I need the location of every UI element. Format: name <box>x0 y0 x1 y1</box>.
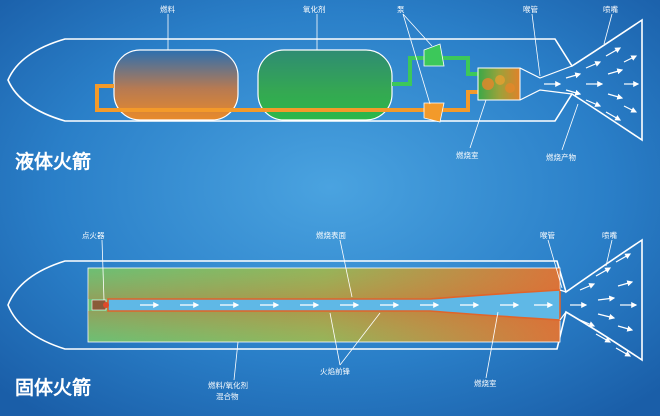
label-pump: 泵 <box>397 5 405 14</box>
label-solid-nozzle: 喷嘴 <box>602 230 617 240</box>
label-burning-surface: 燃烧表面 <box>316 230 346 240</box>
solid-exhaust-arrows <box>570 253 638 357</box>
label-liquid-nozzle: 喷嘴 <box>603 4 618 14</box>
label-fuel: 燃料 <box>160 4 175 14</box>
label-liquid-throat: 喉管 <box>523 4 538 14</box>
label-flame-front: 火焰前锋 <box>320 366 350 376</box>
fuel-pump <box>423 102 445 123</box>
label-propellant-line2: 混合物 <box>216 391 239 401</box>
solid-rocket: 点火器 燃烧表面 喉管 喷嘴 燃料/氧化剂 混合物 火焰前锋 燃烧室 固体火箭 <box>7 230 643 401</box>
oxidizer-pump <box>423 43 445 67</box>
label-combustion-products: 燃烧产物 <box>546 152 576 162</box>
label-liquid-combustion-chamber: 燃烧室 <box>456 150 479 160</box>
label-solid-combustion-chamber: 燃烧室 <box>474 378 497 388</box>
solid-throat <box>559 289 567 321</box>
solid-rocket-body <box>7 238 643 362</box>
liquid-throat <box>519 65 573 101</box>
label-igniter: 点火器 <box>82 231 105 240</box>
liquid-rocket-body <box>7 18 643 142</box>
label-solid-throat: 喉管 <box>540 230 555 240</box>
igniter-tip <box>103 302 109 308</box>
liquid-rocket-title: 液体火箭 <box>15 150 91 173</box>
liquid-exhaust-arrows <box>544 47 640 121</box>
label-propellant-line1: 燃料/氧化剂 <box>208 380 248 390</box>
label-oxidizer: 氧化剂 <box>303 4 326 14</box>
liquid-rocket: 燃料 氧化剂 泵 喉管 喷嘴 燃烧室 燃烧产物 液体火箭 <box>7 4 643 173</box>
fuel-pipe <box>95 84 480 112</box>
solid-rocket-title: 固体火箭 <box>15 376 91 399</box>
solid-propellant-grain <box>87 267 561 343</box>
